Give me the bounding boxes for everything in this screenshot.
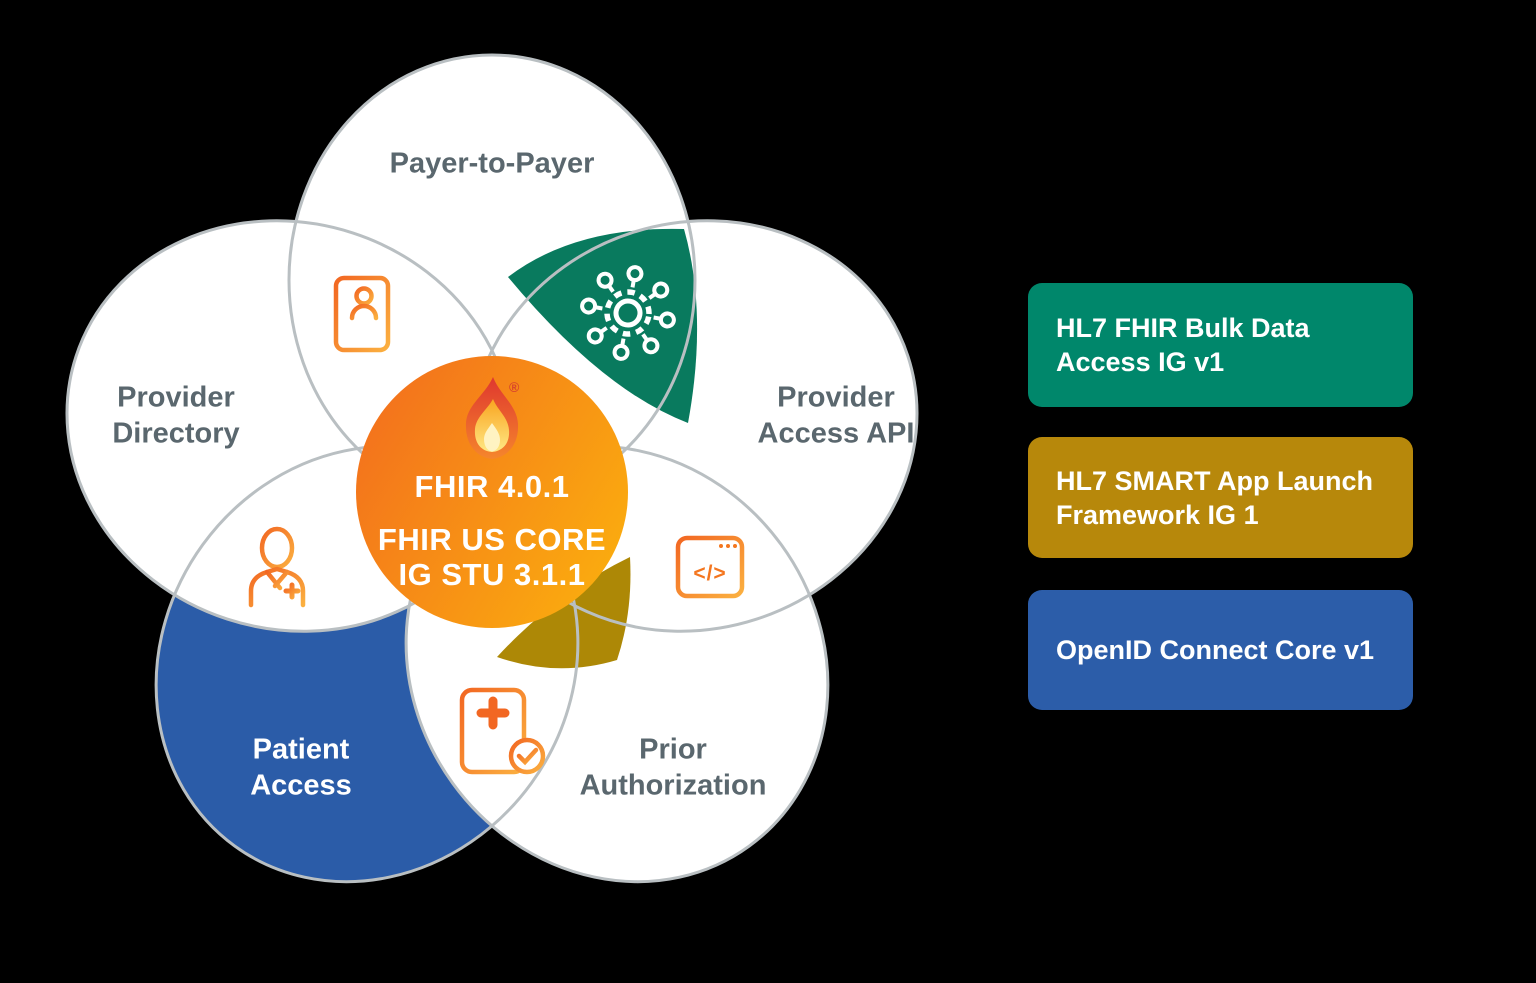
legend-bulk-data-line1: HL7 FHIR Bulk Data <box>1056 313 1310 343</box>
fhir-flame-icon <box>465 377 519 459</box>
patient-access-doctor-icon <box>240 526 314 608</box>
legend-smart-line1: HL7 SMART App Launch <box>1056 465 1373 496</box>
legend-card-openid-connect: OpenID Connect Core v1 <box>1028 590 1413 710</box>
region-bulk-data-green <box>508 228 698 423</box>
provider-access-code-icon: </> <box>675 535 745 599</box>
label-patient-access-1: Patient <box>253 734 350 766</box>
legend-card-smart-app-launch: HL7 SMART App Launch Framework IG 1 <box>1028 437 1413 558</box>
label-provider-directory-2: Directory <box>112 418 239 450</box>
code-glyph: </> <box>693 562 726 585</box>
provider-directory-notebook-icon <box>326 275 391 353</box>
legend-card-bulk-data: HL7 FHIR Bulk Data Access IG v1 <box>1028 283 1413 407</box>
center-line-ig-stu: IG STU 3.1.1 <box>399 557 586 592</box>
label-patient-access-2: Access <box>250 770 352 802</box>
legend-openid-line1: OpenID Connect Core v1 <box>1056 635 1375 665</box>
legend-smart-line2: Framework IG 1 <box>1056 499 1259 530</box>
label-provider-access-2: Access API <box>758 418 915 450</box>
region-smart-app-launch-gold <box>497 557 631 669</box>
center-line-us-core: FHIR US CORE <box>378 522 606 557</box>
center-line-fhir-version: FHIR 4.0.1 <box>415 469 570 504</box>
label-prior-authorization-1: Prior <box>639 734 707 766</box>
center-fhir-circle <box>356 356 628 628</box>
label-provider-directory-1: Provider <box>117 382 235 414</box>
label-payer-to-payer: Payer-to-Payer <box>390 148 595 180</box>
prior-auth-document-icon <box>459 687 546 775</box>
label-prior-authorization-2: Authorization <box>580 770 767 802</box>
label-provider-access-1: Provider <box>777 382 895 414</box>
legend-bulk-data-line2: Access IG v1 <box>1056 347 1225 377</box>
venn-diagram: ® FHIR 4.0.1 FHIR US CORE IG STU 3.1.1 P… <box>11 53 973 967</box>
registered-mark: ® <box>509 379 520 395</box>
bulk-data-hub-icon <box>580 265 676 361</box>
